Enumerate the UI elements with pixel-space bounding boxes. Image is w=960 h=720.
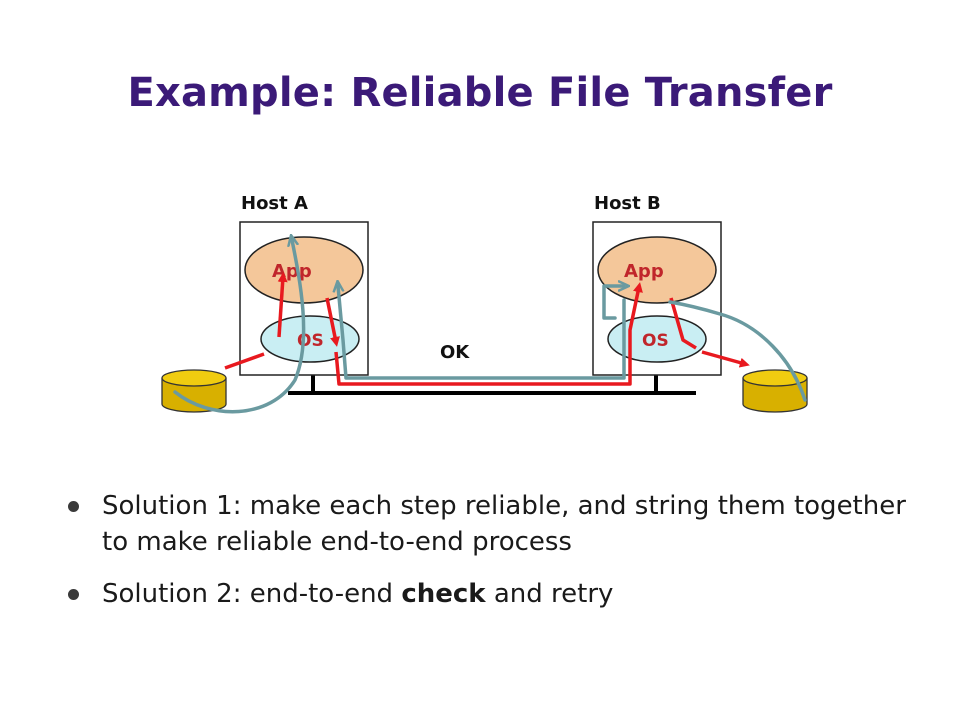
- bullet-list: Solution 1: make each step reliable, and…: [66, 488, 916, 628]
- bullet-solution-1: Solution 1: make each step reliable, and…: [66, 488, 916, 560]
- host-a-app-label: App: [272, 261, 312, 282]
- host-a-label: Host A: [241, 193, 308, 214]
- data-path-app-to-os: [325, 297, 340, 347]
- check-path-disk-a-read: [173, 240, 306, 414]
- host-b-os: [607, 315, 707, 363]
- host-b-label: Host B: [594, 193, 661, 214]
- ack-label: OK: [440, 342, 470, 363]
- host-b-os-label: OS: [642, 331, 669, 351]
- check-path-return: [338, 286, 626, 380]
- data-path-os-to-app: [277, 272, 288, 338]
- host-b: Host B App OS: [592, 193, 722, 376]
- bullet-dot: [68, 501, 79, 512]
- check-path-disk-b-read: [668, 300, 807, 402]
- data-path-network: [334, 282, 643, 386]
- bullet-dot: [68, 589, 79, 600]
- data-path-app-to-os-b: [669, 297, 697, 350]
- check-path: [173, 240, 807, 414]
- slide-title: Example: Reliable File Transfer: [127, 70, 833, 116]
- bullet-emphasis: check: [401, 579, 486, 609]
- data-path: [224, 272, 750, 386]
- check-path-app-b-loop: [602, 286, 624, 320]
- disk-b-icon: [742, 369, 808, 413]
- disk-a-icon: [161, 369, 227, 413]
- network-link: [288, 375, 696, 395]
- bullet-text: Solution 1: make each step reliable, and…: [102, 491, 906, 557]
- data-path-os-to-disk-b: [701, 350, 750, 368]
- data-path-disk-to-os: [224, 352, 265, 370]
- bullet-solution-2: Solution 2: end-to-end check and retry: [66, 576, 916, 612]
- host-b-app-label: App: [624, 261, 664, 282]
- bullet-text-end: and retry: [485, 579, 614, 609]
- bullet-text-start: Solution 2: end-to-end: [102, 579, 402, 609]
